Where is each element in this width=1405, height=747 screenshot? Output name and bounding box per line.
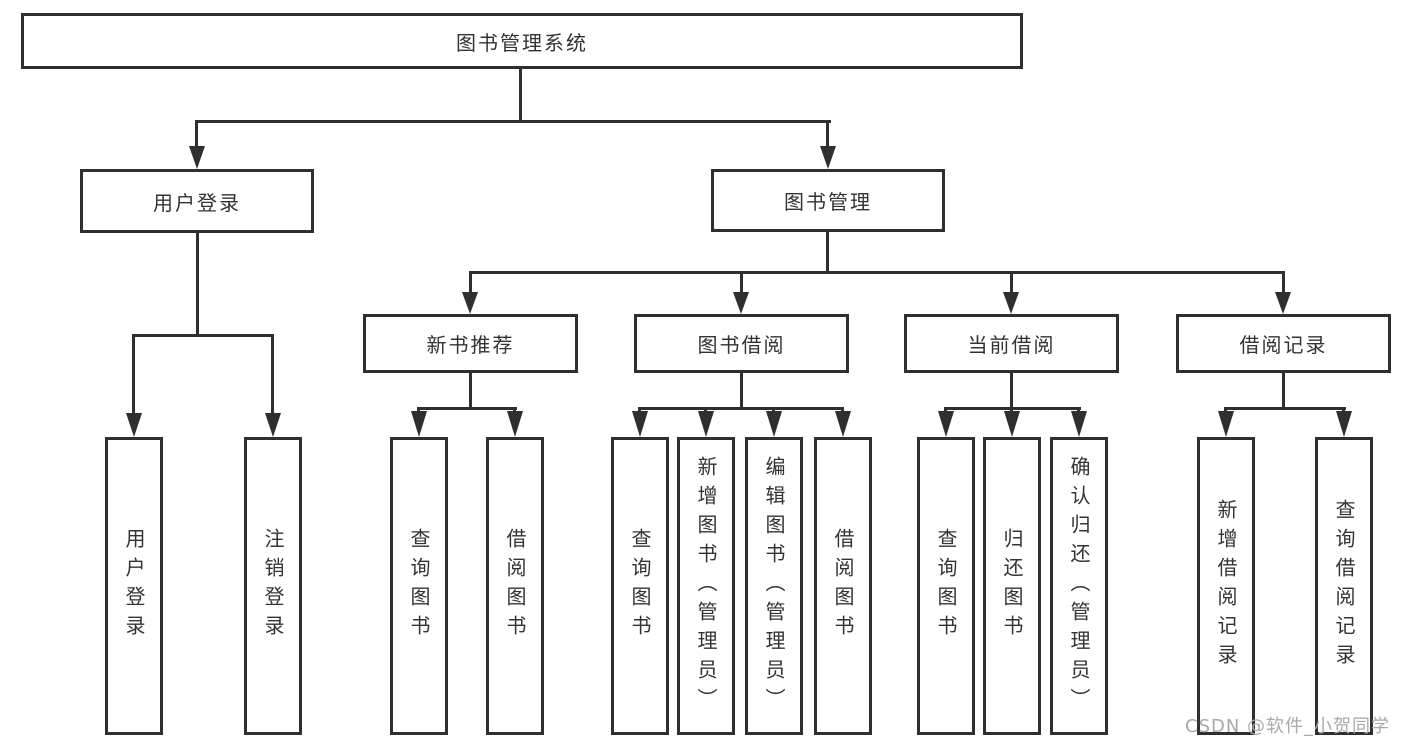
connector-bb-bar	[638, 407, 844, 410]
leaf-br-add-record: 新增借阅记录	[1197, 437, 1255, 735]
leaf-bb-borrow-books: 借阅图书	[814, 437, 872, 735]
connector-stem-user-login	[195, 120, 198, 152]
connector-stem-leaf-logout	[271, 334, 274, 419]
arrow-to-borrow-record	[1275, 292, 1291, 314]
connector-stem-leaf-login	[132, 334, 135, 419]
leaf-cb-return-books: 归还图书	[983, 437, 1041, 735]
leaf-bb-query-books: 查询图书	[611, 437, 669, 735]
arrow-to-cb-query	[938, 411, 954, 437]
node-book-management-label: 图书管理	[784, 190, 872, 214]
leaf-nbr-borrow-books: 借阅图书	[486, 437, 544, 735]
connector-br-drop	[1282, 371, 1285, 410]
arrow-to-nbr-borrow	[507, 411, 523, 437]
node-new-book-recommend: 新书推荐	[363, 314, 578, 373]
leaf-br-query-record: 查询借阅记录	[1315, 437, 1373, 735]
arrow-to-bb-query	[632, 411, 648, 437]
leaf-bb-add-books-admin: 新增图书（管理员）	[677, 437, 735, 735]
leaf-cb-confirm-return-admin: 确认归还（管理员）	[1050, 437, 1108, 735]
leaf-logout-label: 注销登录	[261, 528, 285, 644]
leaf-user-login: 用户登录	[105, 437, 163, 735]
arrow-to-cb-return	[1004, 411, 1020, 437]
connector-user-login-bar	[132, 334, 274, 337]
node-current-borrowing-label: 当前借阅	[967, 333, 1056, 357]
arrow-to-nbr-query	[411, 411, 427, 437]
arrow-to-cb-confirm	[1071, 411, 1087, 437]
arrow-to-new-book	[462, 292, 478, 314]
arrow-to-br-add	[1218, 411, 1234, 437]
arrow-to-book-mgmt	[820, 146, 836, 169]
leaf-cb-confirm-return-admin-label: 确认归还（管理员）	[1067, 455, 1091, 717]
connector-root-drop	[519, 69, 522, 123]
arrow-to-book-borrow	[733, 292, 749, 314]
leaf-bb-query-books-label: 查询图书	[628, 528, 652, 644]
leaf-bb-add-books-admin-label: 新增图书（管理员）	[694, 455, 718, 717]
connector-book-mgmt-drop	[826, 232, 829, 274]
node-borrowing-records: 借阅记录	[1176, 314, 1391, 373]
leaf-user-login-label: 用户登录	[122, 528, 146, 644]
connector-nbr-drop	[469, 371, 472, 410]
csdn-watermark: CSDN @软件_小贺同学	[1185, 716, 1391, 737]
connector-nbr-bar	[417, 407, 517, 410]
connector-stem-current-borrow	[1010, 271, 1013, 296]
leaf-cb-return-books-label: 归还图书	[1000, 528, 1024, 644]
arrow-to-bb-edit	[766, 411, 782, 437]
node-user-login-label: 用户登录	[153, 190, 241, 215]
connector-user-login-drop	[196, 232, 199, 336]
connector-book-mgmt-bar	[469, 271, 1285, 274]
arrow-to-bb-add	[698, 411, 714, 437]
arrow-to-br-query	[1336, 411, 1352, 437]
node-user-login: 用户登录	[80, 169, 314, 233]
connector-stem-new-book	[469, 271, 472, 296]
node-new-book-recommend-label: 新书推荐	[426, 333, 515, 357]
connector-root-bar	[195, 120, 831, 123]
leaf-br-query-record-label: 查询借阅记录	[1332, 499, 1356, 673]
connector-br-bar	[1224, 407, 1346, 410]
arrow-to-leaf-logout	[265, 413, 281, 437]
leaf-nbr-query-books-label: 查询图书	[407, 528, 431, 644]
leaf-bb-borrow-books-label: 借阅图书	[831, 528, 855, 644]
leaf-nbr-borrow-books-label: 借阅图书	[503, 528, 527, 644]
connector-stem-book-mgmt	[826, 120, 829, 152]
connector-stem-borrow-record	[1282, 271, 1285, 296]
arrow-to-bb-borrow	[835, 411, 851, 437]
leaf-logout: 注销登录	[244, 437, 302, 735]
arrow-to-user-login	[189, 146, 205, 169]
node-root-library-system: 图书管理系统	[21, 13, 1023, 69]
node-current-borrowing: 当前借阅	[904, 314, 1119, 373]
leaf-cb-query-books-label: 查询图书	[934, 528, 958, 644]
leaf-br-add-record-label: 新增借阅记录	[1214, 499, 1238, 673]
node-book-borrowing: 图书借阅	[634, 314, 849, 373]
arrow-to-current-borrow	[1003, 292, 1019, 314]
node-borrowing-records-label: 借阅记录	[1239, 333, 1328, 357]
leaf-cb-query-books: 查询图书	[917, 437, 975, 735]
leaf-nbr-query-books: 查询图书	[390, 437, 448, 735]
leaf-bb-edit-books-admin-label: 编辑图书（管理员）	[762, 455, 786, 717]
node-book-management: 图书管理	[711, 169, 945, 232]
node-book-borrowing-label: 图书借阅	[697, 333, 786, 357]
node-root-label: 图书管理系统	[456, 30, 588, 55]
connector-stem-book-borrow	[740, 271, 743, 296]
connector-bb-drop	[740, 371, 743, 410]
connector-cb-drop	[1010, 371, 1013, 410]
arrow-to-leaf-login	[126, 413, 142, 437]
leaf-bb-edit-books-admin: 编辑图书（管理员）	[745, 437, 803, 735]
